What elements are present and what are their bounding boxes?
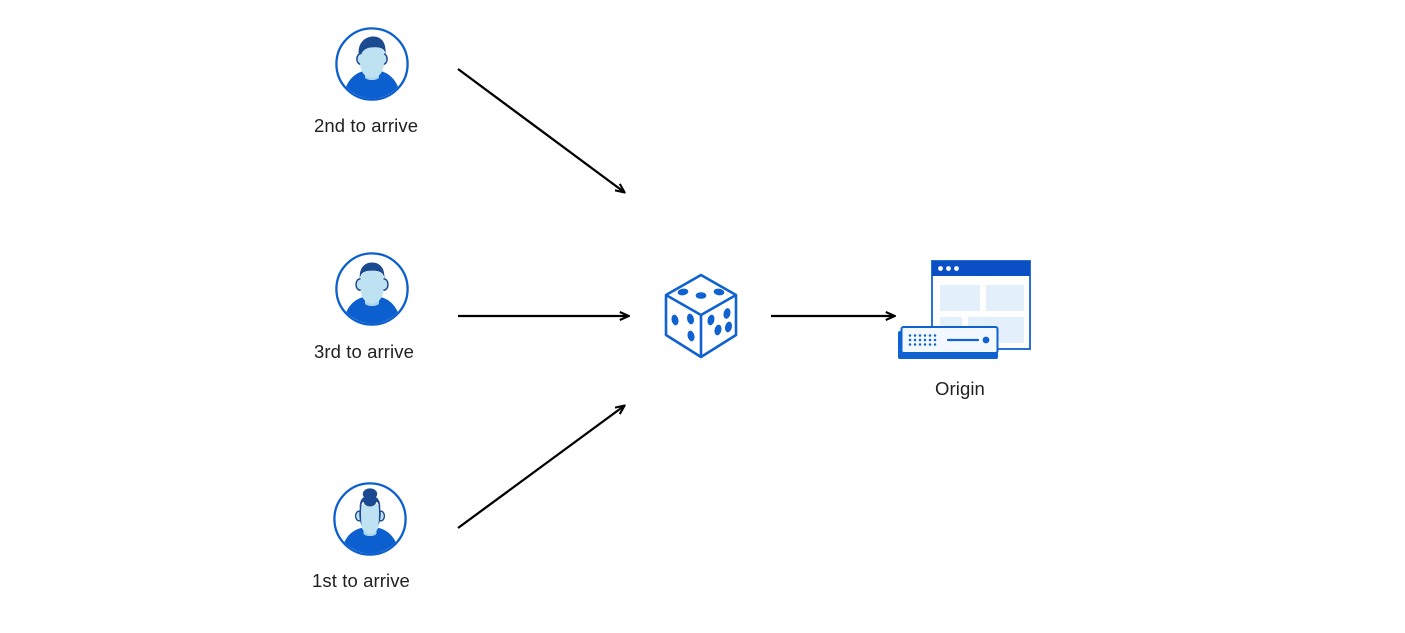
client-label-2nd: 2nd to arrive: [314, 115, 419, 136]
client-node-1st: [332, 481, 408, 557]
dice-node: [658, 270, 744, 362]
user-avatar-icon: [335, 252, 409, 326]
user-avatar-icon: [333, 482, 407, 556]
client-label-1st: 1st to arrive: [312, 570, 410, 591]
client-node-2nd: [334, 26, 410, 102]
arrow-1st-to-dice: [457, 406, 624, 529]
origin-node: [895, 258, 1035, 368]
origin-label: Origin: [935, 378, 985, 399]
server-device-icon: [898, 326, 999, 359]
dice-icon: [664, 273, 738, 359]
client-label-3rd: 3rd to arrive: [314, 341, 415, 362]
user-avatar-icon: [335, 27, 409, 101]
origin-server-icon: [898, 260, 1031, 359]
arrow-2nd-to-dice: [457, 68, 624, 192]
client-node-3rd: [334, 251, 410, 327]
